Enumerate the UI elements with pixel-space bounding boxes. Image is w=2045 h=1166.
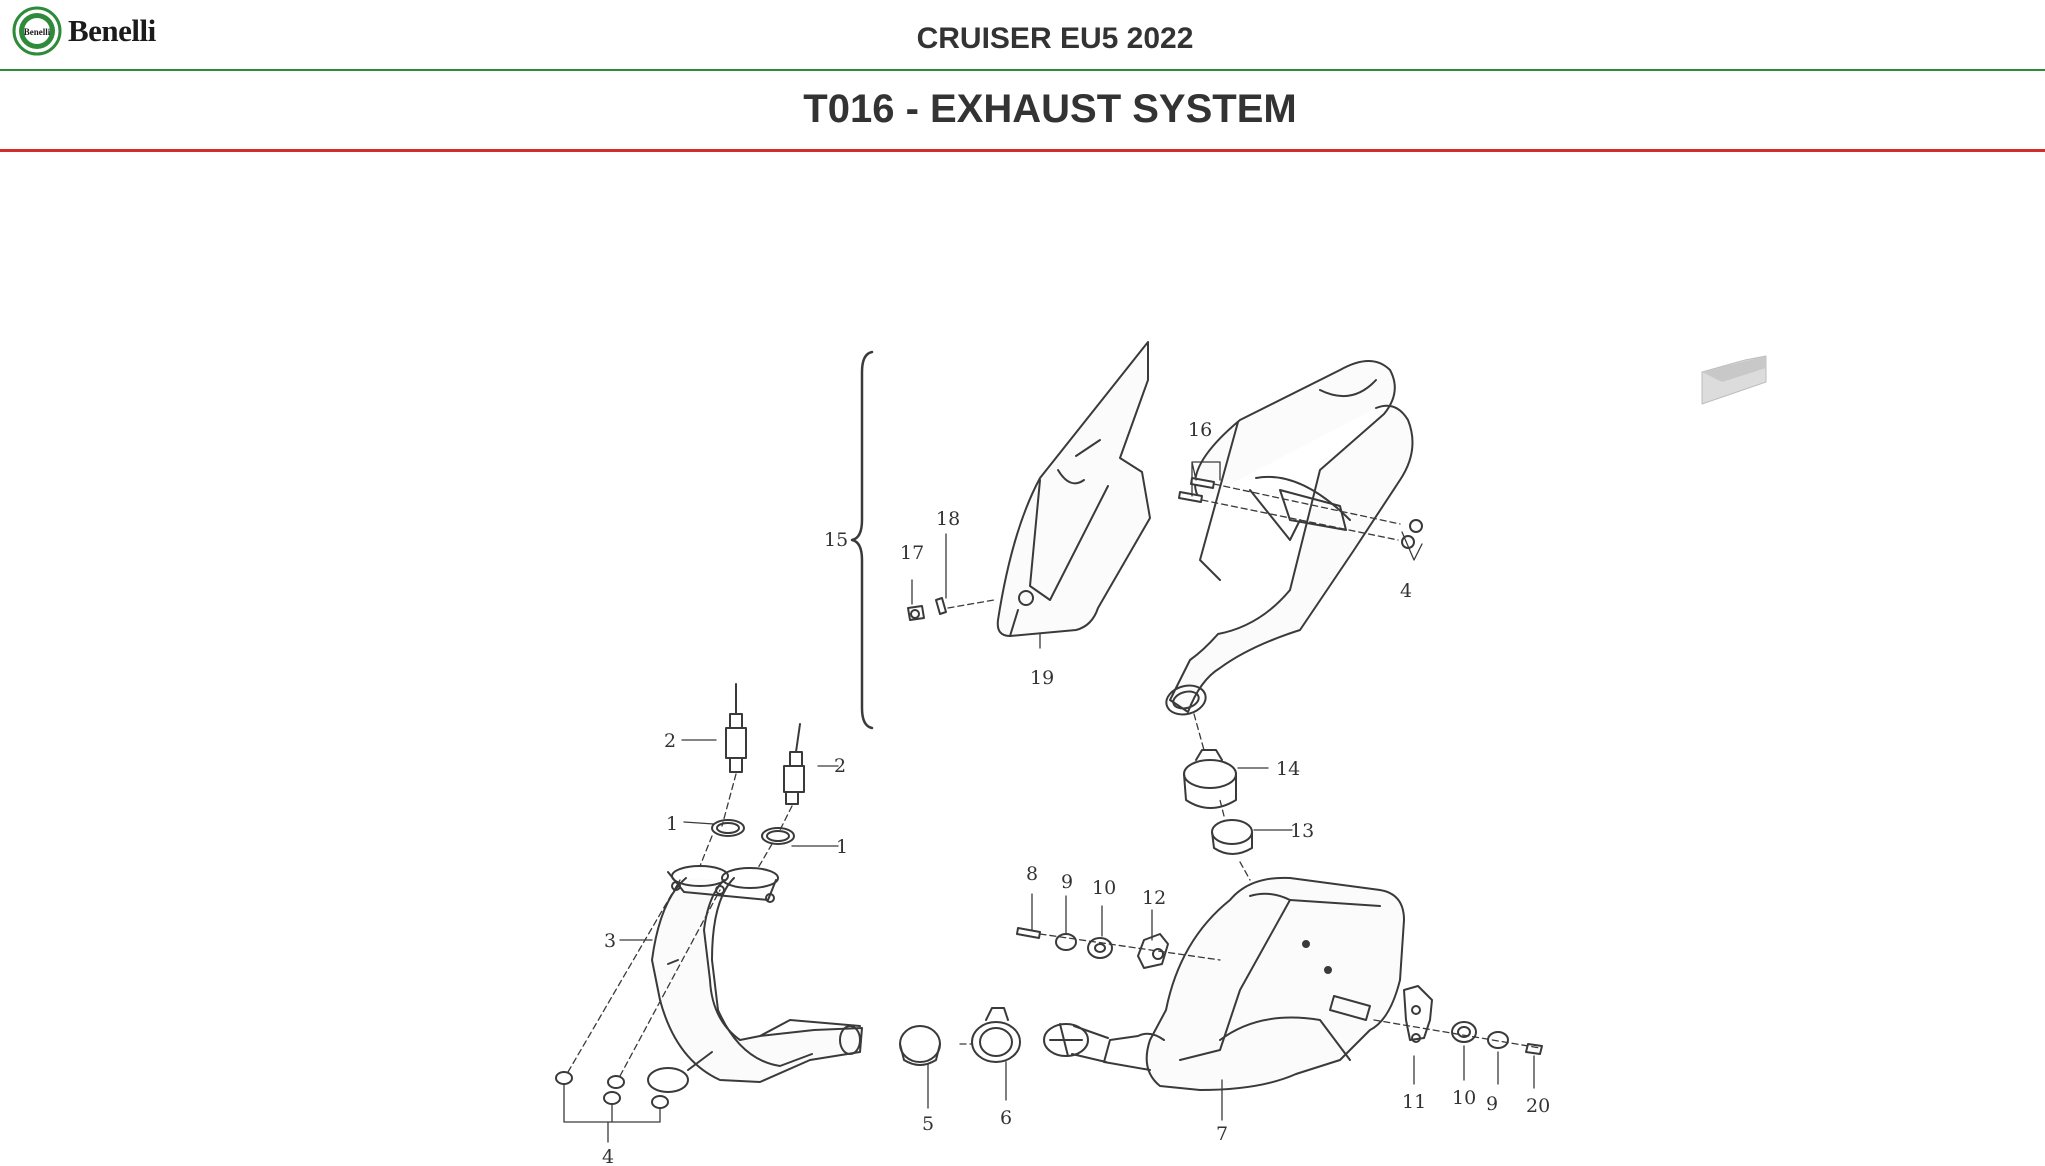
group-15-brace	[850, 350, 874, 730]
callout-6: 6	[1000, 1107, 1012, 1129]
callout-14: 14	[1276, 758, 1300, 780]
svg-text:Benelli: Benelli	[24, 27, 51, 37]
heat-shield-bolt-part	[907, 597, 995, 621]
callout-10-left: 10	[1092, 877, 1116, 899]
direction-arrow-icon[interactable]	[1701, 355, 1767, 405]
callout-5: 5	[922, 1113, 934, 1135]
callout-10-right: 10	[1452, 1087, 1476, 1109]
muffler-bracket-bolts-part	[1178, 477, 1423, 549]
mounting-hardware-right-part	[1373, 985, 1543, 1055]
callout-16: 16	[1188, 419, 1212, 441]
header-divider-red	[0, 149, 2045, 152]
sleeve-13-part	[1211, 799, 1253, 881]
exhaust-header-pipes-part	[647, 865, 863, 1093]
model-title: CRUISER EU5 2022	[916, 22, 1194, 55]
callout-9-left: 9	[1061, 871, 1073, 893]
muffler-inlet-part	[1043, 1023, 1109, 1063]
clamp-14-part	[1183, 713, 1237, 809]
header-divider-green	[0, 69, 2045, 71]
callout-labels: 1 1 2 2 3 4 4 5 6 7 8 9 9 10 10 11 12 13…	[602, 419, 1550, 1166]
heat-shield-part	[996, 341, 1151, 637]
benelli-emblem-icon: Benelli	[12, 6, 62, 56]
callout-4-top: 4	[1400, 580, 1412, 602]
callout-20: 20	[1526, 1095, 1550, 1117]
callout-15: 15	[824, 529, 848, 551]
callout-11: 11	[1402, 1091, 1426, 1113]
clamp-6-part	[959, 1007, 1021, 1063]
page-title: T016 - EXHAUST SYSTEM	[803, 87, 1297, 131]
callout-7: 7	[1216, 1123, 1228, 1145]
tailpipe-assembly-part	[1165, 360, 1414, 716]
callout-2-left: 2	[664, 730, 676, 752]
callout-9-right: 9	[1486, 1093, 1498, 1115]
callout-leader-lines	[563, 461, 1535, 1143]
callout-1-left: 1	[666, 813, 678, 835]
callout-8: 8	[1026, 863, 1038, 885]
callout-1-right: 1	[836, 836, 848, 858]
brand-logo: Benelli Benelli	[12, 6, 156, 56]
callout-19: 19	[1030, 667, 1054, 689]
callout-3: 3	[604, 930, 616, 952]
callout-2-right: 2	[834, 755, 846, 777]
sleeve-5-part	[899, 1025, 941, 1066]
callout-18: 18	[936, 508, 960, 530]
callout-13: 13	[1290, 820, 1314, 842]
brand-name: Benelli	[68, 13, 156, 48]
mounting-hardware-left-part	[1016, 927, 1221, 969]
oxygen-sensors-part	[725, 683, 805, 805]
callout-4-bottom: 4	[602, 1146, 614, 1166]
gaskets-part	[711, 819, 795, 845]
callout-17: 17	[900, 542, 924, 564]
muffler-body-part	[1103, 876, 1405, 1091]
callout-12: 12	[1142, 887, 1166, 909]
